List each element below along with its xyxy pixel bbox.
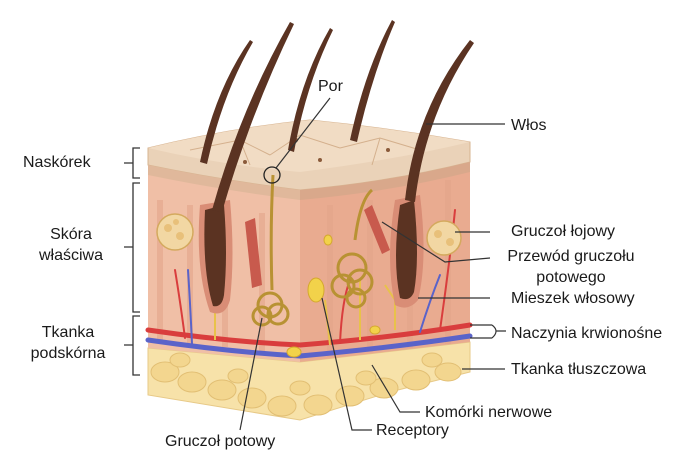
dermis-bracket [124, 183, 140, 312]
label-dermis-line1: Skóra [30, 225, 112, 244]
epidermis-bracket [124, 148, 140, 178]
label-sweat-gland: Gruczoł potowy [165, 432, 275, 451]
vessels-leader [470, 325, 506, 338]
label-sweat-duct-line2: potowego [495, 268, 647, 287]
label-sweat-duct-line1: Przewód gruczołu [495, 247, 647, 266]
label-receptors: Receptory [376, 421, 449, 440]
label-epidermis: Naskórek [23, 153, 91, 172]
hypodermis-bracket [124, 316, 140, 375]
hair-follicle-right [390, 195, 424, 308]
label-nerve-cells: Komórki nerwowe [425, 403, 552, 422]
sebaceous-gland-left [157, 214, 193, 250]
label-dermis-line2: właściwa [30, 246, 112, 265]
label-hair-follicle: Mieszek włosowy [511, 289, 635, 308]
layer-brackets [124, 148, 140, 375]
label-hair: Włos [511, 116, 547, 135]
skin-block [148, 20, 474, 420]
sebaceous-gland-right [427, 221, 461, 255]
label-blood-vessels: Naczynia krwionośne [511, 324, 662, 343]
label-hypodermis-line2: podskórna [20, 344, 116, 363]
label-sebaceous-gland: Gruczoł łojowy [511, 222, 615, 241]
label-adipose-tissue: Tkanka tłuszczowa [511, 360, 646, 379]
label-hypodermis-line1: Tkanka [20, 323, 116, 342]
label-pore: Por [318, 77, 343, 96]
